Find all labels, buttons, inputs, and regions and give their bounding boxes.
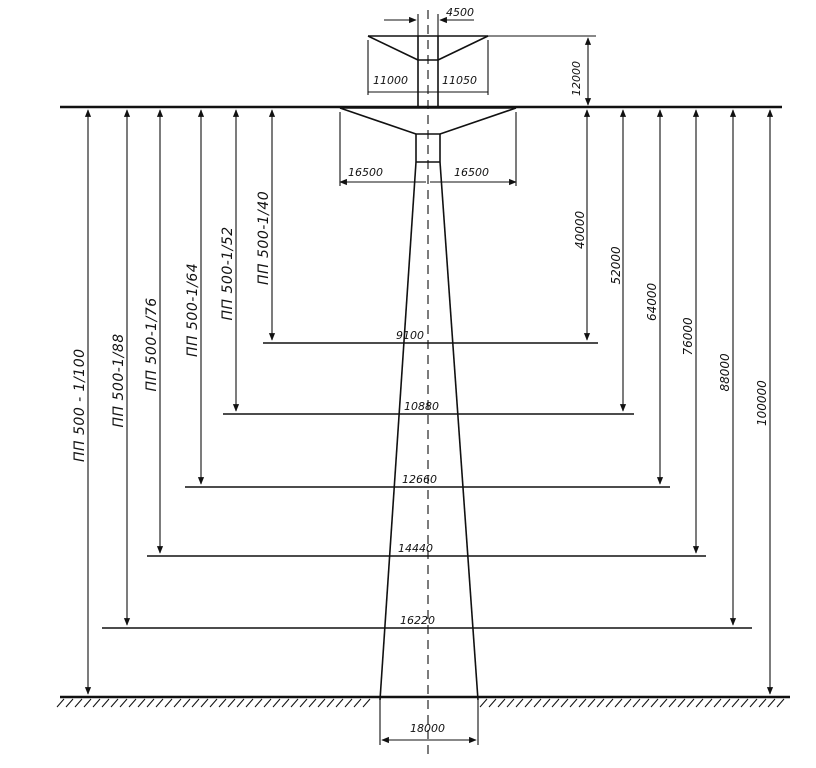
height-label: 88000 <box>718 353 732 392</box>
top-dimensions: 4500 11000 11050 12000 16500 16500 18000 <box>339 6 596 745</box>
width-label: 14440 <box>398 542 433 555</box>
dim-base-width: 18000 <box>410 722 445 735</box>
level-l100: 100000 ПП 500 - 1/100 <box>72 109 774 695</box>
type-label: ПП 500-1/88 <box>111 333 127 427</box>
level-l64: 64000 ПП 500-1/64 12660 <box>185 109 670 488</box>
type-label: ПП 500 - 1/100 <box>72 348 88 462</box>
type-label: ПП 500-1/76 <box>144 297 160 391</box>
dim-lower-arm-right: 16500 <box>454 166 489 179</box>
dim-top-height: 12000 <box>570 61 583 96</box>
ground-line <box>56 695 790 708</box>
width-label: 9100 <box>396 329 424 342</box>
width-label: 10880 <box>404 400 439 413</box>
height-label: 40000 <box>573 210 587 249</box>
tower-height-levels: 40000 ПП 500-1/40 9100 52000 ПП 500-1/52 1088… <box>72 109 774 695</box>
dim-top-arm-left: 11000 <box>373 74 408 87</box>
height-label: 64000 <box>645 282 659 321</box>
dim-crossarm-gap: 4500 <box>446 6 474 19</box>
width-label: 12660 <box>402 473 437 486</box>
tower-structure <box>339 10 517 760</box>
level-l52: 52000 ПП 500-1/52 10880 <box>220 109 634 415</box>
dim-top-arm-right: 11050 <box>442 74 477 87</box>
type-label: ПП 500-1/40 <box>256 191 272 285</box>
height-label: 100000 <box>755 380 769 426</box>
type-label: ПП 500-1/64 <box>185 263 201 357</box>
level-l88: 88000 ПП 500-1/88 16220 <box>102 109 752 629</box>
height-label: 76000 <box>681 317 695 356</box>
width-label: 16220 <box>400 614 435 627</box>
level-l76: 76000 ПП 500-1/76 14440 <box>144 109 706 557</box>
type-label: ПП 500-1/52 <box>220 226 236 320</box>
height-label: 52000 <box>609 246 623 285</box>
dim-lower-arm-left: 16500 <box>348 166 383 179</box>
level-l40: 40000 ПП 500-1/40 9100 <box>256 109 598 344</box>
